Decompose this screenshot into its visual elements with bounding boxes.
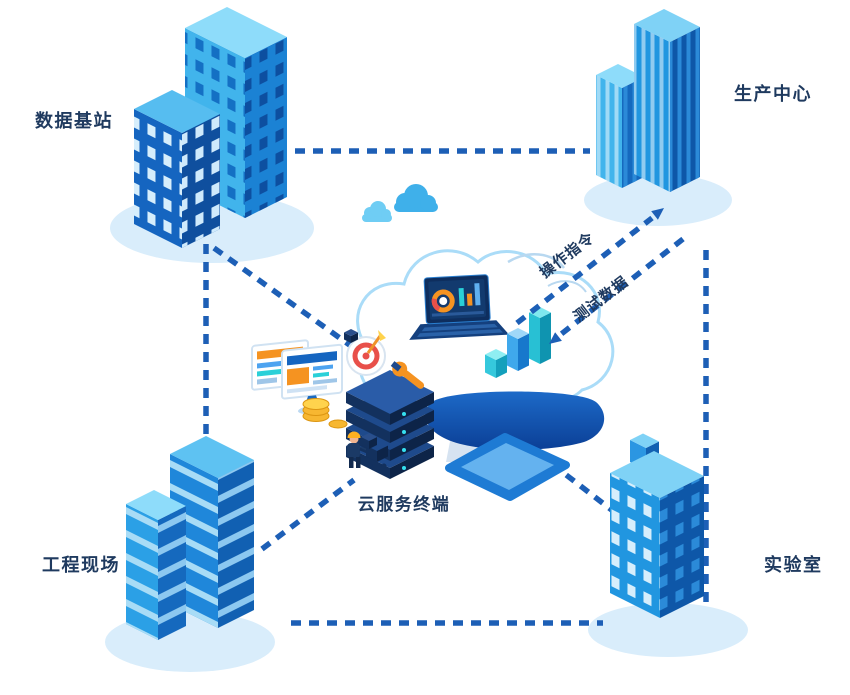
label-engineering-site: 工程现场 — [42, 555, 120, 575]
line-datastation-cloud — [212, 245, 353, 349]
label-laboratory: 实验室 — [764, 554, 823, 575]
dartboard-icon — [346, 330, 386, 376]
label-cloud-terminal: 云服务终端 — [358, 494, 451, 514]
building-laboratory-icon — [610, 433, 704, 618]
monitors-icon — [251, 339, 343, 414]
small-cloud-icon — [362, 201, 392, 222]
label-production-center: 生产中心 — [734, 83, 812, 104]
worker-icon — [347, 431, 388, 469]
platform-laboratory — [588, 603, 748, 657]
building-engineering-site-icon — [126, 436, 254, 640]
building-production-center-icon — [596, 9, 700, 192]
laptop-icon — [409, 274, 510, 340]
arrow-down-icon — [549, 332, 562, 344]
cloud-base — [425, 391, 605, 450]
node-labels: 数据基站 生产中心 工程现场 实验室 云服务终端 — [35, 83, 823, 575]
cube-icon — [344, 329, 358, 343]
line-engineering-cloud — [260, 477, 356, 552]
bar-chart-icon — [485, 307, 551, 378]
label-data-station: 数据基站 — [35, 110, 113, 131]
line-test-data — [558, 236, 685, 338]
building-data-station-icon — [134, 7, 287, 248]
dart-icon — [366, 335, 382, 354]
connection-lines — [203, 148, 709, 626]
hard-hat-icon — [347, 431, 361, 438]
cloud-swoosh-2 — [547, 280, 587, 293]
coins-icon — [302, 398, 348, 429]
wrench-icon — [390, 361, 425, 389]
cloud-terminal-illustration — [251, 184, 615, 501]
small-cloud-icon-2 — [394, 184, 438, 212]
arrow-up-icon — [651, 208, 664, 220]
tablet-icon — [445, 433, 570, 501]
cloud-swoosh — [507, 253, 565, 269]
